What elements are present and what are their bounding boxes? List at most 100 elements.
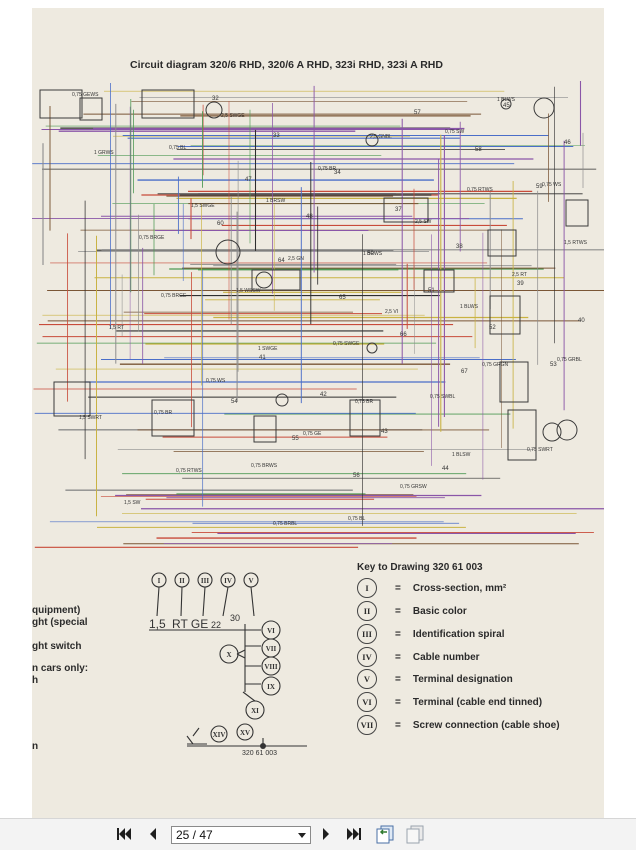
connector-number: 58 [475, 147, 482, 153]
component-box [141, 89, 195, 119]
component-box [251, 269, 301, 291]
key-row-3: III = Identification spiral [357, 623, 505, 645]
wire-label: 1 BLWS [497, 97, 516, 103]
component-symbol [500, 98, 512, 110]
component-symbol [215, 239, 241, 265]
component-box [79, 97, 103, 121]
wire-label: 0,75 BL [348, 516, 365, 522]
connector-number: 34 [334, 170, 341, 176]
svg-text:V: V [248, 577, 253, 585]
connector-number: 47 [245, 177, 252, 183]
page-forward-icon [406, 825, 424, 844]
key-desc-2: Basic color [412, 605, 467, 617]
wire-label: 1,5 RT [109, 325, 124, 331]
wire-label: 0,75 GRGN [482, 362, 509, 368]
svg-text:II: II [179, 577, 185, 585]
connector-number: 53 [550, 362, 557, 368]
wire-label: 0,75 WS [206, 378, 226, 384]
key-desc-7: Screw connection (cable shoe) [412, 719, 560, 731]
component-symbol [365, 133, 379, 147]
page-select[interactable]: 25 / 47 [171, 826, 311, 844]
component-box [487, 229, 517, 257]
wire-label: 0,75 SWRT [527, 447, 553, 453]
svg-text:VII: VII [266, 645, 277, 653]
wire-label: 0,75 SW [445, 129, 464, 135]
forward-view-button[interactable] [404, 824, 426, 844]
back-view-button[interactable] [374, 824, 396, 844]
left-fragment-3: ght switch [32, 641, 82, 652]
connector-number: 33 [273, 133, 280, 139]
legend-drawing: I II III IV V VI VII VIII IX X XI XIV XV… [149, 572, 307, 749]
connector-number: 32 [212, 96, 219, 102]
svg-text:XIV: XIV [213, 731, 226, 739]
legend-drawing-code: 320 61 003 [242, 750, 278, 757]
svg-text:VIII: VIII [264, 663, 278, 671]
connector-number: 59 [536, 184, 543, 190]
component-symbol [366, 342, 378, 354]
legend-terminal: 30 [230, 613, 240, 623]
component-box [349, 399, 381, 437]
page-back-icon [376, 825, 394, 844]
page-title: Circuit diagram 320/6 RHD, 320/6 A RHD, … [130, 59, 443, 71]
document-viewer: Circuit diagram 320/6 RHD, 320/6 A RHD, … [32, 8, 604, 818]
component-box [499, 361, 529, 403]
component-box [507, 409, 537, 461]
component-box [383, 197, 429, 223]
key-title: Key to Drawing 320 61 003 [357, 562, 483, 573]
wire-label: 0,75 BR [318, 166, 336, 172]
connector-number: 65 [339, 295, 346, 301]
svg-text:I: I [158, 577, 161, 585]
svg-text:VI: VI [267, 627, 275, 635]
wire-label: 0,75 BRBL [273, 521, 297, 527]
wire-label: 0,75 BRWS [251, 463, 278, 469]
wire-label: 0,75 BRGE [139, 235, 165, 241]
component-symbol [275, 393, 289, 407]
component-symbol [542, 422, 562, 442]
connector-number: 42 [320, 392, 327, 398]
wire-label: 0,75 WS [542, 182, 562, 188]
svg-text:IV: IV [224, 577, 232, 585]
previous-page-button[interactable] [145, 824, 161, 844]
component-box [423, 269, 455, 293]
key-desc-4: Cable number [412, 651, 480, 663]
key-row-4: IV = Cable number [357, 646, 480, 668]
connector-number: 37 [395, 207, 402, 213]
component-box [253, 415, 277, 443]
key-numeral-1: I [357, 578, 377, 598]
connector-number: 54 [231, 399, 238, 405]
connector-number: 40 [578, 318, 585, 324]
key-numeral-6: VI [357, 692, 377, 712]
last-page-button[interactable] [344, 824, 364, 844]
next-page-button[interactable] [318, 824, 334, 844]
svg-text:X: X [226, 651, 231, 659]
previous-page-icon [150, 828, 156, 840]
connector-number: 57 [414, 110, 421, 116]
connector-number: 44 [442, 466, 449, 472]
component-symbol [533, 97, 555, 119]
wire-label: 1,5 SW [124, 500, 141, 506]
connector-number: 38 [456, 244, 463, 250]
connector-number: 64 [278, 258, 285, 264]
connector-number: 66 [400, 332, 407, 338]
key-numeral-2: II [357, 601, 377, 621]
key-row-5: V = Terminal designation [357, 668, 513, 690]
legend-color: RT GE [172, 617, 208, 631]
wire-label: 1 BLSW [452, 452, 471, 458]
first-page-button[interactable] [114, 824, 134, 844]
wire-label: 2,5 GNBL [370, 134, 392, 140]
connector-number: 48 [306, 214, 313, 220]
wire-label: 1 SWGE [258, 346, 278, 352]
component-symbol [205, 101, 223, 119]
wire-label: 1,5 RTWS [564, 240, 588, 246]
key-numeral-3: III [357, 624, 377, 644]
component-box [151, 399, 195, 437]
diagram-page: Circuit diagram 320/6 RHD, 320/6 A RHD, … [32, 8, 604, 818]
wire-label: 2,5 RT [512, 272, 527, 278]
wire-label: 0,75 GRBL [557, 357, 582, 363]
wire-label: 0,75 SWBL [430, 394, 456, 400]
wire-label: 0,75 BRGE [161, 293, 187, 299]
wire-label: 0,75 BL [169, 145, 186, 151]
connector-number: 60 [217, 221, 224, 227]
wire-label: 0,75 RTWS [176, 468, 202, 474]
